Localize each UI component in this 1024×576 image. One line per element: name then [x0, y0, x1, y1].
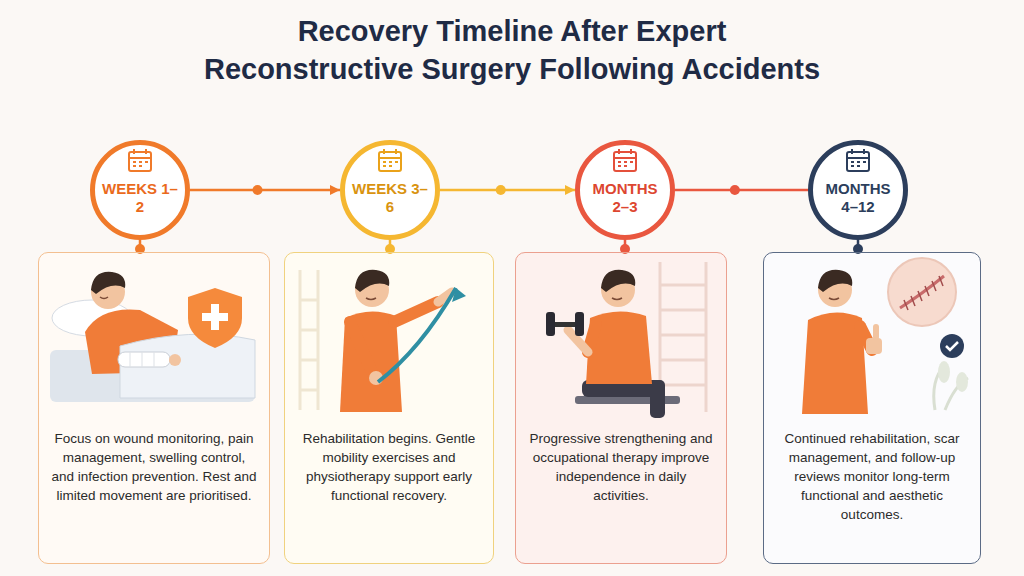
- band-exercise: [300, 270, 466, 412]
- timeline-circle: MONTHS 2–3: [575, 140, 675, 240]
- timeline-connector: [675, 185, 808, 195]
- calendar-icon: [129, 149, 151, 171]
- card-ground: [284, 252, 494, 564]
- timeline-circle: WEEKS 3–6: [340, 140, 440, 240]
- recovered-patient: [802, 258, 968, 414]
- circle-ground: [810, 142, 906, 238]
- connector-line: [675, 189, 808, 192]
- stage-description: Focus on wound monitoring, pain manageme…: [51, 429, 257, 505]
- diagram-title: Recovery Timeline After Expert Reconstru…: [202, 12, 822, 88]
- period-label: MONTHS 2–3: [585, 180, 665, 216]
- stage-card: Progressive strengthening and occupation…: [515, 252, 727, 564]
- period-label: WEEKS 3–6: [350, 180, 430, 216]
- connector-line: [190, 189, 340, 192]
- calendar-icon: [379, 149, 401, 171]
- stage-card: Continued rehabilitation, scar managemen…: [763, 252, 981, 564]
- circle-ground: [342, 142, 438, 238]
- dumbbell-exercise: [546, 262, 706, 418]
- connector-dot: [730, 185, 740, 195]
- circle-ground: [577, 142, 673, 238]
- period-label: WEEKS 1–2: [100, 180, 180, 216]
- timeline-circle: WEEKS 1–2: [90, 140, 190, 240]
- stage-card: Focus on wound monitoring, pain manageme…: [38, 252, 270, 564]
- connector-line: [440, 189, 575, 192]
- stage-description: Rehabilitation begins. Gentle mobility e…: [297, 429, 481, 505]
- calendar-icon: [847, 149, 869, 171]
- circle-ground: [92, 142, 188, 238]
- stage-card: Rehabilitation begins. Gentle mobility e…: [284, 252, 494, 564]
- stage-description: Progressive strengthening and occupation…: [528, 429, 714, 505]
- timeline-connector: [440, 185, 575, 195]
- patient-in-bed: [50, 272, 255, 402]
- arrow-head: [330, 185, 340, 195]
- timeline-circle: MONTHS 4–12: [808, 140, 908, 240]
- card-ground: [38, 252, 270, 564]
- timeline-connector: [190, 185, 340, 195]
- arrow-head: [565, 185, 575, 195]
- period-label: MONTHS 4–12: [818, 180, 898, 216]
- calendar-icon: [614, 149, 636, 171]
- stage-description: Continued rehabilitation, scar managemen…: [776, 429, 968, 524]
- connector-dot: [496, 185, 506, 195]
- connector-dot: [253, 185, 263, 195]
- card-ground: [515, 252, 727, 564]
- card-ground: [763, 252, 981, 564]
